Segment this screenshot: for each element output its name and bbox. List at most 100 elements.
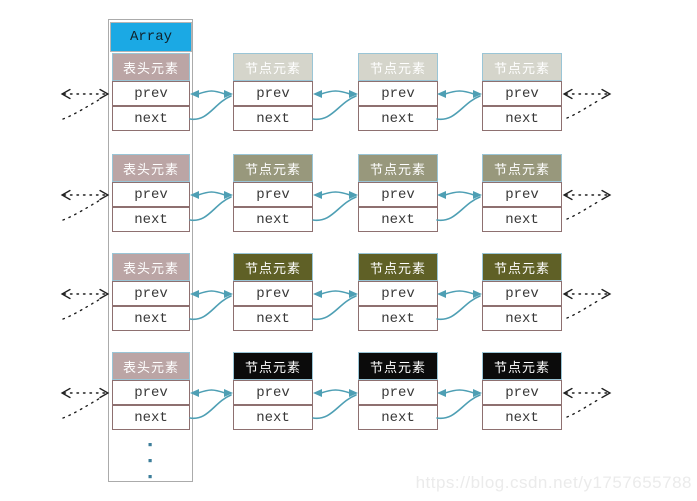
node-next-cell-node-box-row3-col1: next (233, 306, 313, 331)
head-header-cell-row3: 表头元素 (112, 253, 190, 281)
dotted-arrowhead-icon (601, 88, 612, 100)
arrowhead-right-icon (349, 389, 358, 397)
arrowhead-left-icon (437, 290, 446, 298)
dotted-arrowhead-icon (60, 387, 71, 399)
prev-link-arrow (197, 90, 226, 95)
head-header-cell-row1: 表头元素 (112, 53, 190, 81)
head-prev-cell-row4: prev (112, 380, 190, 405)
node-next-cell-node-box-row1-col3: next (482, 106, 562, 131)
node-header-cell-node-box-row4-col3: 节点元素 (482, 352, 562, 380)
arrowhead-right-icon (349, 191, 358, 199)
dotted-diagonal-left (62, 198, 103, 221)
node-prev-cell-node-box-row1-col1: prev (233, 81, 313, 106)
dotted-diagonal-left (62, 297, 103, 320)
node-next-cell-node-box-row2-col2: next (358, 207, 438, 232)
arrowhead-right-icon (473, 90, 482, 98)
arrowhead-right-icon (473, 389, 482, 397)
arrowhead-right-icon (224, 191, 233, 199)
dotted-diagonal-right (566, 199, 602, 220)
prev-link-arrow (197, 389, 226, 394)
dotted-arrowhead-icon (562, 288, 573, 300)
arrowhead-right-icon (349, 290, 358, 298)
node-next-cell-node-box-row1-col2: next (358, 106, 438, 131)
prev-link-arrow (444, 389, 475, 394)
dotted-arrowhead-icon (60, 189, 71, 201)
node-next-cell-node-box-row2-col3: next (482, 207, 562, 232)
arrowhead-left-icon (437, 389, 446, 397)
next-link-curve (189, 295, 232, 320)
arrowhead-left-icon (313, 191, 322, 199)
head-prev-cell-row2: prev (112, 182, 190, 207)
node-prev-cell-node-box-row3-col2: prev (358, 281, 438, 306)
head-next-cell-row3: next (112, 306, 190, 331)
node-prev-cell-node-box-row3-col1: prev (233, 281, 313, 306)
head-prev-cell-row1: prev (112, 81, 190, 106)
array-title-cell: Array (110, 22, 192, 52)
dotted-arrowhead-icon (601, 189, 612, 201)
node-header-cell-node-box-row1-col2: 节点元素 (358, 53, 438, 81)
head-next-cell-row2: next (112, 207, 190, 232)
dotted-arrowhead-icon (601, 288, 612, 300)
dotted-arrowhead-icon (601, 387, 612, 399)
node-next-cell-node-box-row4-col3: next (482, 405, 562, 430)
node-prev-cell-node-box-row1-col2: prev (358, 81, 438, 106)
node-prev-cell-node-box-row4-col3: prev (482, 380, 562, 405)
node-next-cell-node-box-row2-col1: next (233, 207, 313, 232)
arrowhead-left-icon (313, 389, 322, 397)
next-link-curve (436, 95, 481, 120)
head-header-cell-row2: 表头元素 (112, 154, 190, 182)
node-header-cell-node-box-row2-col3: 节点元素 (482, 154, 562, 182)
head-header-cell-row4: 表头元素 (112, 352, 190, 380)
prev-link-arrow (320, 191, 351, 196)
node-prev-cell-node-box-row2-col1: prev (233, 182, 313, 207)
dotted-arrowhead-icon (99, 189, 110, 201)
next-link-curve (312, 196, 357, 221)
arrowhead-right-icon (473, 191, 482, 199)
node-next-cell-node-box-row3-col2: next (358, 306, 438, 331)
arrowhead-right-icon (349, 90, 358, 98)
dotted-arrowhead-icon (99, 88, 110, 100)
arrowhead-right-icon (224, 290, 233, 298)
arrowhead-left-icon (313, 290, 322, 298)
node-header-cell-node-box-row1-col3: 节点元素 (482, 53, 562, 81)
prev-link-arrow (320, 90, 351, 95)
arrowhead-left-icon (437, 191, 446, 199)
dotted-diagonal-right (566, 397, 602, 418)
prev-link-arrow (320, 389, 351, 394)
dotted-arrowhead-icon (562, 387, 573, 399)
node-header-cell-node-box-row3-col3: 节点元素 (482, 253, 562, 281)
head-next-cell-row1: next (112, 106, 190, 131)
dotted-arrowhead-icon (60, 88, 71, 100)
prev-link-arrow (444, 290, 475, 295)
next-link-curve (436, 196, 481, 221)
next-link-curve (189, 394, 232, 419)
next-link-curve (312, 394, 357, 419)
node-next-cell-node-box-row4-col1: next (233, 405, 313, 430)
node-next-cell-node-box-row1-col1: next (233, 106, 313, 131)
prev-link-arrow (197, 290, 226, 295)
node-header-cell-node-box-row3-col1: 节点元素 (233, 253, 313, 281)
arrowhead-right-icon (224, 389, 233, 397)
dotted-diagonal-right (566, 98, 602, 119)
dotted-arrowhead-icon (562, 189, 573, 201)
dotted-arrowhead-icon (562, 88, 573, 100)
node-prev-cell-node-box-row3-col3: prev (482, 281, 562, 306)
node-header-cell-node-box-row4-col2: 节点元素 (358, 352, 438, 380)
node-header-cell-node-box-row4-col1: 节点元素 (233, 352, 313, 380)
node-prev-cell-node-box-row4-col2: prev (358, 380, 438, 405)
head-prev-cell-row3: prev (112, 281, 190, 306)
dotted-arrowhead-icon (60, 288, 71, 300)
prev-link-arrow (197, 191, 226, 196)
arrowhead-left-icon (313, 90, 322, 98)
prev-link-arrow (444, 90, 475, 95)
node-header-cell-node-box-row3-col2: 节点元素 (358, 253, 438, 281)
node-prev-cell-node-box-row1-col3: prev (482, 81, 562, 106)
next-link-curve (436, 394, 481, 419)
next-link-curve (312, 95, 357, 120)
dotted-diagonal-left (62, 97, 103, 120)
next-link-curve (189, 196, 232, 221)
head-next-cell-row4: next (112, 405, 190, 430)
node-next-cell-node-box-row4-col2: next (358, 405, 438, 430)
